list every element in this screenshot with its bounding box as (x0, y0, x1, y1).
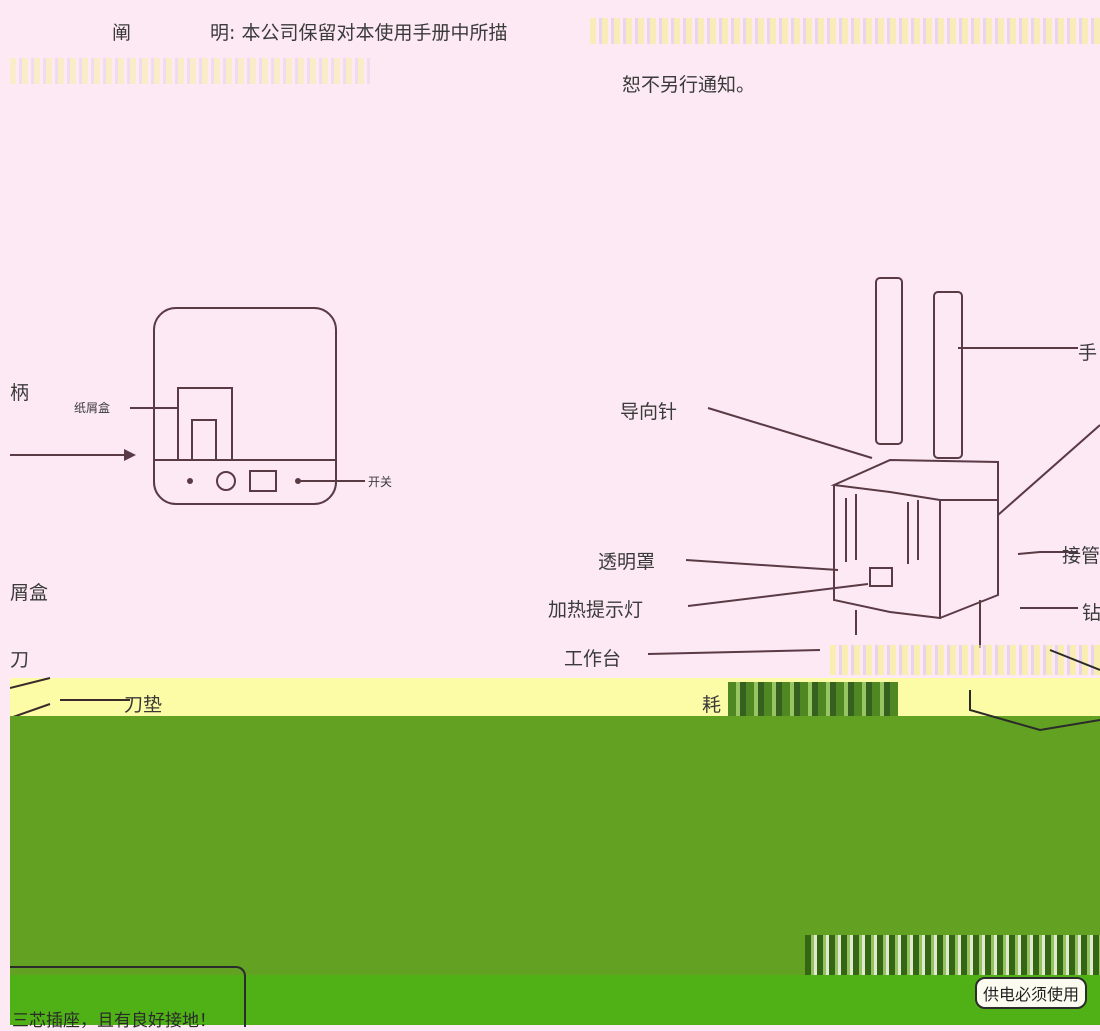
side-leader (997, 424, 1100, 516)
bottom-left-notice (10, 966, 246, 1027)
label-blade-left: 刀 (10, 649, 30, 671)
arrow-head (124, 449, 136, 461)
label-handle-right: 手 (1078, 342, 1098, 364)
label-transparent-cover: 透明罩 (598, 551, 656, 573)
bottom-left-text: 三芯插座，且有良好接地！ (12, 1011, 216, 1031)
label-worktable: 工作台 (564, 648, 622, 670)
right-edge-line-art (969, 649, 1100, 732)
handle-bar-right (933, 291, 963, 459)
header-fragment-b: 明: 本公司保留对本使用手册中所描 (210, 22, 508, 44)
header-noise-right (590, 18, 1100, 44)
power-socket (216, 471, 236, 491)
label-switch: 开关 (368, 475, 393, 489)
label-box-left: 屑盒 (10, 582, 49, 604)
yellow-band (10, 678, 1100, 716)
machine-top (830, 458, 999, 501)
screw-right (295, 478, 301, 484)
connector-leader (1017, 551, 1078, 555)
label-paper-box: 纸屑盒 (74, 401, 111, 415)
label-heat-light: 加热提示灯 (548, 599, 644, 621)
green-bottom-band (10, 975, 1100, 1025)
machine-slot-left (845, 494, 857, 562)
header-line-2: 恕不另行通知。 (622, 74, 756, 96)
back-view-body (153, 307, 337, 505)
machine-side (939, 462, 999, 619)
machine-slot-right (907, 500, 919, 564)
label-connector: 接管 (1062, 545, 1100, 567)
label-drill: 钻 (1082, 602, 1100, 624)
paper-box-window (191, 419, 217, 461)
worktable-noise (830, 645, 1100, 675)
machine-body (833, 485, 941, 620)
bottom-right-notice: 供电必须使用 (975, 977, 1088, 1009)
screw-left (187, 478, 193, 484)
paper-box-outline (177, 387, 233, 461)
back-view-diagram (10, 307, 365, 505)
label-blade-pad: 刀垫 (124, 694, 163, 716)
guide-pin-leader (707, 407, 873, 459)
green-main-area (10, 716, 1100, 978)
label-consumable: 耗 (702, 694, 722, 716)
label-guide-pin: 导向针 (620, 401, 678, 423)
consumable-noise (728, 682, 898, 718)
cover-leader (685, 559, 839, 571)
heat-light (869, 567, 893, 587)
header-noise-left (10, 58, 370, 84)
header-fragment-a: 阐 (112, 22, 132, 44)
handle-bar-left (875, 277, 903, 445)
switch (249, 470, 277, 492)
machine-lower (855, 600, 981, 648)
front-view-diagram (647, 277, 1100, 655)
bottom-right-noise (805, 935, 1100, 975)
label-handle-left: 柄 (10, 382, 30, 404)
worktable-leader (647, 649, 821, 655)
heat-light-leader (687, 583, 869, 607)
